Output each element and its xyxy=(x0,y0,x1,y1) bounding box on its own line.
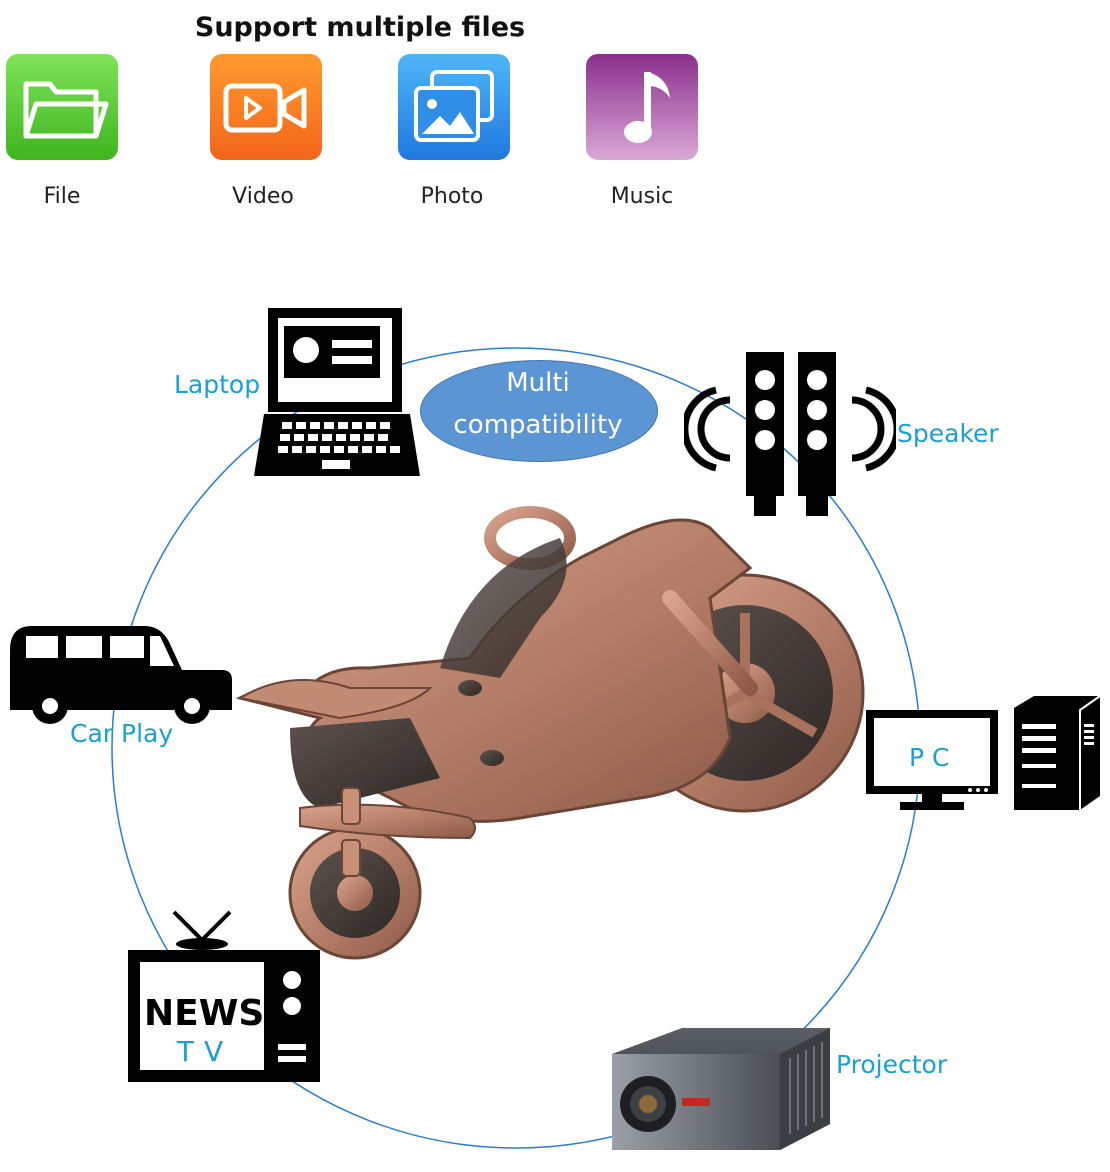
bubble-line-2: compatibility xyxy=(453,410,623,440)
video-icon xyxy=(210,54,322,160)
laptop-icon xyxy=(254,308,420,476)
music-tile xyxy=(586,54,698,160)
photo-tile xyxy=(398,54,510,160)
video-tile xyxy=(210,54,322,160)
car-icon xyxy=(10,626,232,724)
compatibility-text: Multi compatibility xyxy=(420,362,656,446)
motorcycle-usb-icon xyxy=(235,506,865,960)
pc-icon xyxy=(866,695,1101,810)
laptop-label: Laptop xyxy=(174,370,261,399)
folder-icon xyxy=(6,54,118,160)
projector-label: Projector xyxy=(836,1050,948,1079)
tv-icon xyxy=(128,910,320,1082)
music-icon xyxy=(586,54,698,160)
speaker-label: Speaker xyxy=(897,419,999,448)
tv-news-text: NEWS xyxy=(144,993,265,1034)
car-label: Car Play xyxy=(70,719,174,748)
projector-icon xyxy=(612,1028,830,1150)
pc-label: P C xyxy=(909,743,950,772)
video-label: Video xyxy=(232,184,294,209)
speaker-icon xyxy=(684,352,896,516)
music-label: Music xyxy=(610,184,674,209)
bubble-line-1: Multi xyxy=(506,368,570,398)
file-label: File xyxy=(43,184,81,209)
photo-label: Photo xyxy=(420,184,484,209)
page-heading: Support multiple files xyxy=(194,12,526,43)
tv-tv-text: TV xyxy=(176,1035,234,1068)
compatibility-bubble xyxy=(420,360,658,462)
photo-icon xyxy=(398,54,510,160)
file-tile xyxy=(6,54,118,160)
